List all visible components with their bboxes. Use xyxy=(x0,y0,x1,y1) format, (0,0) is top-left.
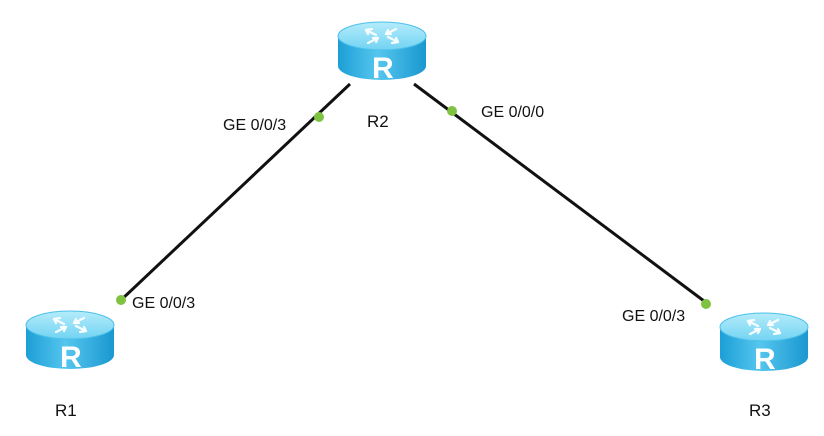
router-label-r3: R3 xyxy=(749,401,771,420)
port-label-r2-r3-r2: GE 0/0/0 xyxy=(481,104,544,121)
port-labels: GE 0/0/3 GE 0/0/3 GE 0/0/0 GE 0/0/3 xyxy=(132,104,685,325)
ports-layer xyxy=(116,106,711,309)
router-label-r2: R2 xyxy=(367,112,389,131)
router-r3[interactable]: R xyxy=(718,311,810,376)
port-dot-r2-ge000[interactable] xyxy=(447,106,457,116)
router-letter: R xyxy=(60,341,82,374)
router-letter: R xyxy=(372,52,394,85)
port-dot-r3-ge003[interactable] xyxy=(701,299,711,309)
port-label-r1-r2-r1: GE 0/0/3 xyxy=(132,295,195,312)
router-r2[interactable]: R xyxy=(336,20,428,85)
router-label-r1: R1 xyxy=(55,401,77,420)
port-label-r2-r3-r3: GE 0/0/3 xyxy=(622,308,685,325)
links-layer xyxy=(118,82,709,306)
port-dot-r2-ge003[interactable] xyxy=(314,112,324,122)
link-r1-r2[interactable] xyxy=(118,82,352,303)
port-dot-r1-ge003[interactable] xyxy=(116,295,126,305)
port-label-r1-r2-r2: GE 0/0/3 xyxy=(223,117,286,134)
router-r1[interactable]: R xyxy=(24,309,116,374)
router-letter: R xyxy=(754,343,776,376)
link-r2-r3[interactable] xyxy=(413,82,709,306)
